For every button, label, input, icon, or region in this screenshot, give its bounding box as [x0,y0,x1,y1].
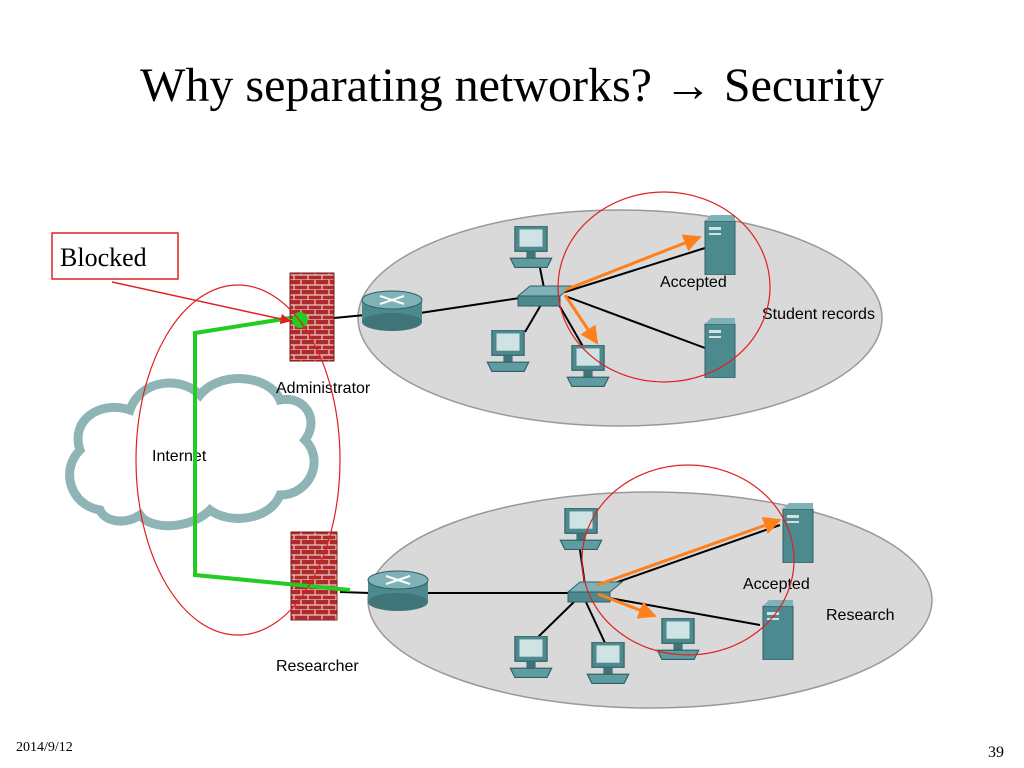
server-bottom-research-icon [762,600,794,660]
server-top-records-icon [704,318,736,378]
blocked-label: Blocked [60,243,147,272]
annotation-circles [135,191,795,656]
pc-bottom-3-icon [586,642,630,684]
pc-bottom-4-icon [656,618,700,660]
pc-top-3-icon [566,345,610,387]
router-bottom-icon [367,570,429,611]
top-network-area [357,209,883,427]
researcher-label: Researcher [276,658,359,675]
pc-top-1-icon [509,226,553,268]
pc-top-2-icon [486,330,530,372]
router-top-icon [361,290,423,331]
bottom-accepted-label: Accepted [743,576,810,593]
accepted-arrows [563,234,782,619]
internet-cloud-icon [65,374,319,531]
student-records-label: Student records [762,306,875,323]
slide-page-number: 39 [988,744,1004,761]
slide-date: 2014/9/12 [16,740,73,755]
top-accepted-label: Accepted [660,274,727,291]
server-top-accepted-icon [704,215,736,275]
server-bottom-accepted-icon [782,503,814,563]
research-label: Research [826,607,894,624]
switch-bottom-icon [566,581,624,603]
blocked-callout: Blocked [51,232,292,325]
slide-title: Why separating networks? → Security [140,59,884,112]
allowed-path [193,316,351,592]
bottom-network-area [367,491,933,709]
internet-label: Internet [152,448,207,465]
pc-bottom-2-icon [509,636,553,678]
administrator-label: Administrator [276,380,371,397]
